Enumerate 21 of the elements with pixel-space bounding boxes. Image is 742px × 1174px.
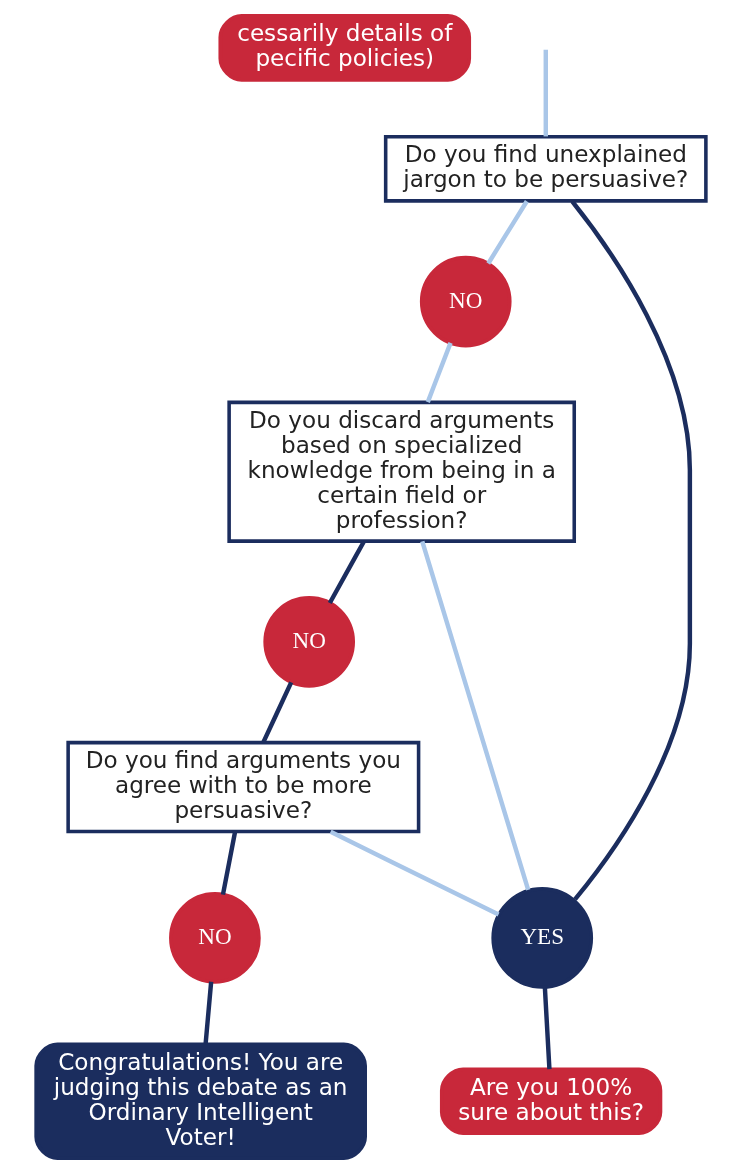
connector [425,342,453,403]
node-circle: NO [419,255,512,348]
connector [542,987,552,1070]
node-box: Do you discard arguments based on specialized knowledge from being in a certain field or profession? [227,400,576,543]
connector [570,200,693,901]
node-circle: YES [491,887,594,989]
node-box: cessarily details of pecific policies) [218,14,472,82]
node-box: Do you find arguments you agree with to be more persuasive? [66,740,421,834]
connector [420,540,531,891]
connector [329,829,500,917]
connector [486,200,529,265]
node-circle: NO [263,596,356,688]
connector [543,49,548,137]
node-circle: NO [169,892,261,984]
node-box: Congratulations! You are judging this debate as an Ordinary Intelligent Voter! [34,1042,367,1160]
connector [327,540,366,605]
node-box: Do you find unexplained jargon to be persuasive? [383,135,708,203]
connector [261,681,294,744]
connector [203,981,214,1045]
node-box: Are you 100% sure about this? [439,1067,663,1136]
connector [220,831,238,895]
